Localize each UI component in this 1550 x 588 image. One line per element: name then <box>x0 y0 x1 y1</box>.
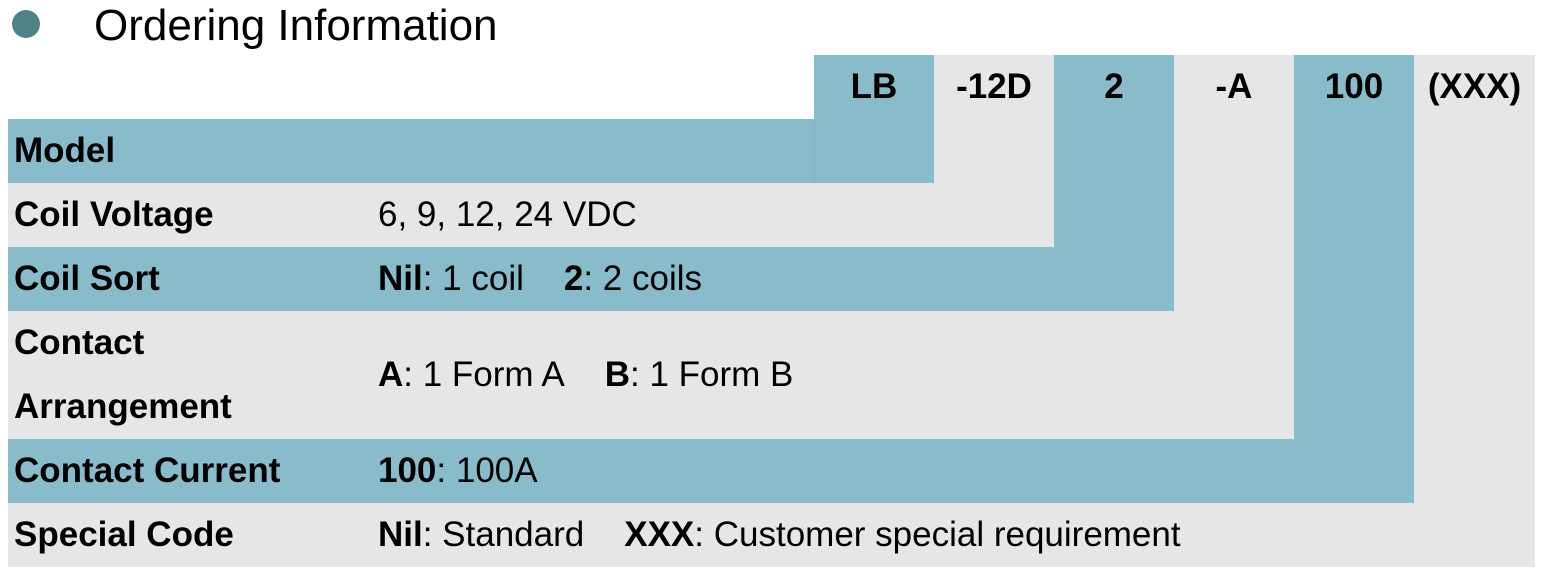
row-coil-sort-label-text: Coil Sort <box>14 259 160 298</box>
col-special-r5 <box>1414 439 1535 503</box>
row-coil-voltage-label: Coil Voltage <box>8 183 372 247</box>
coil-sort-opt1-text: : 1 coil <box>422 259 524 298</box>
special-code-opt1-code: Nil <box>378 515 423 554</box>
code-coil-sort: 2 <box>1054 55 1174 119</box>
col-contact-arrangement-r3 <box>1174 247 1294 311</box>
code-coil-voltage: -12D <box>934 55 1054 119</box>
row-model-code-cell <box>814 119 934 183</box>
row-contact-arrangement-desc: A: 1 Form A B: 1 Form B <box>372 311 1294 439</box>
contact-arrangement-opt2-code: B <box>604 355 630 394</box>
col-contact-arrangement-r2 <box>1174 183 1294 247</box>
row-coil-voltage-label-text: Coil Voltage <box>14 195 214 234</box>
coil-sort-opt2-code: 2 <box>563 259 584 298</box>
row-contact-arrangement-label-line1: Contact <box>14 323 145 362</box>
row-coil-sort-label: Coil Sort <box>8 247 372 311</box>
row-coil-voltage-desc: 6, 9, 12, 24 VDC <box>372 183 1054 247</box>
row-contact-arrangement-label-line2: Arrangement <box>14 387 232 426</box>
special-code-opt2-text: : Customer special requirement <box>694 515 1181 554</box>
bullet-icon <box>12 10 40 38</box>
code-model: LB <box>814 55 934 119</box>
col-special-r2 <box>1414 183 1535 247</box>
col-contact-current-r1 <box>1294 119 1414 183</box>
col-contact-current-r3 <box>1294 247 1414 311</box>
row-special-code-desc: Nil: Standard XXX: Customer special requi… <box>372 503 1535 567</box>
row-model-desc <box>372 119 814 183</box>
code-special-text: (XXX) <box>1427 67 1522 106</box>
code-coil-voltage-text: -12D <box>956 67 1032 106</box>
row-contact-arrangement-label: Contact Arrangement <box>8 311 372 439</box>
contact-arrangement-opt2-text: : 1 Form B <box>630 355 794 394</box>
col-contact-current-r4 <box>1294 311 1414 439</box>
col-special-r3 <box>1414 247 1535 311</box>
code-contact-current: 100 <box>1294 55 1414 119</box>
coil-sort-opt2-text: : 2 coils <box>583 259 703 298</box>
page-title: Ordering Information <box>94 1 498 50</box>
row-coil-sort-desc: Nil: 1 coil 2: 2 coils <box>372 247 1174 311</box>
col-coil-sort-r1 <box>1054 119 1174 183</box>
contact-arrangement-opt1-text: : 1 Form A <box>403 355 565 394</box>
row-contact-current-label-text: Contact Current <box>14 451 281 490</box>
contact-current-opt1-text: : 100A <box>436 451 538 490</box>
row-model-label: Model <box>8 119 372 183</box>
contact-arrangement-opt1-code: A <box>378 355 404 394</box>
col-special-r1 <box>1414 119 1535 183</box>
col-contact-arrangement-r1 <box>1174 119 1294 183</box>
row-model-fill <box>934 119 1054 183</box>
row-model-label-text: Model <box>14 131 116 170</box>
row-special-code-label: Special Code <box>8 503 372 567</box>
coil-sort-opt1-code: Nil <box>378 259 423 298</box>
code-special: (XXX) <box>1414 55 1535 119</box>
col-contact-current-r2 <box>1294 183 1414 247</box>
row-contact-current-desc: 100: 100A <box>372 439 1414 503</box>
contact-current-opt1-code: 100 <box>378 451 437 490</box>
row-coil-voltage-text: 6, 9, 12, 24 VDC <box>378 195 637 234</box>
col-special-r4 <box>1414 311 1535 439</box>
col-coil-sort-r2 <box>1054 183 1174 247</box>
special-code-opt1-text: : Standard <box>422 515 585 554</box>
code-contact-arrangement: -A <box>1174 55 1294 119</box>
special-code-opt2-code: XXX <box>624 515 695 554</box>
row-special-code-label-text: Special Code <box>14 515 234 554</box>
row-contact-current-label: Contact Current <box>8 439 372 503</box>
code-contact-current-text: 100 <box>1324 67 1384 106</box>
code-coil-sort-text: 2 <box>1104 67 1124 106</box>
code-model-text: LB <box>850 67 898 106</box>
code-contact-arrangement-text: -A <box>1215 67 1253 106</box>
